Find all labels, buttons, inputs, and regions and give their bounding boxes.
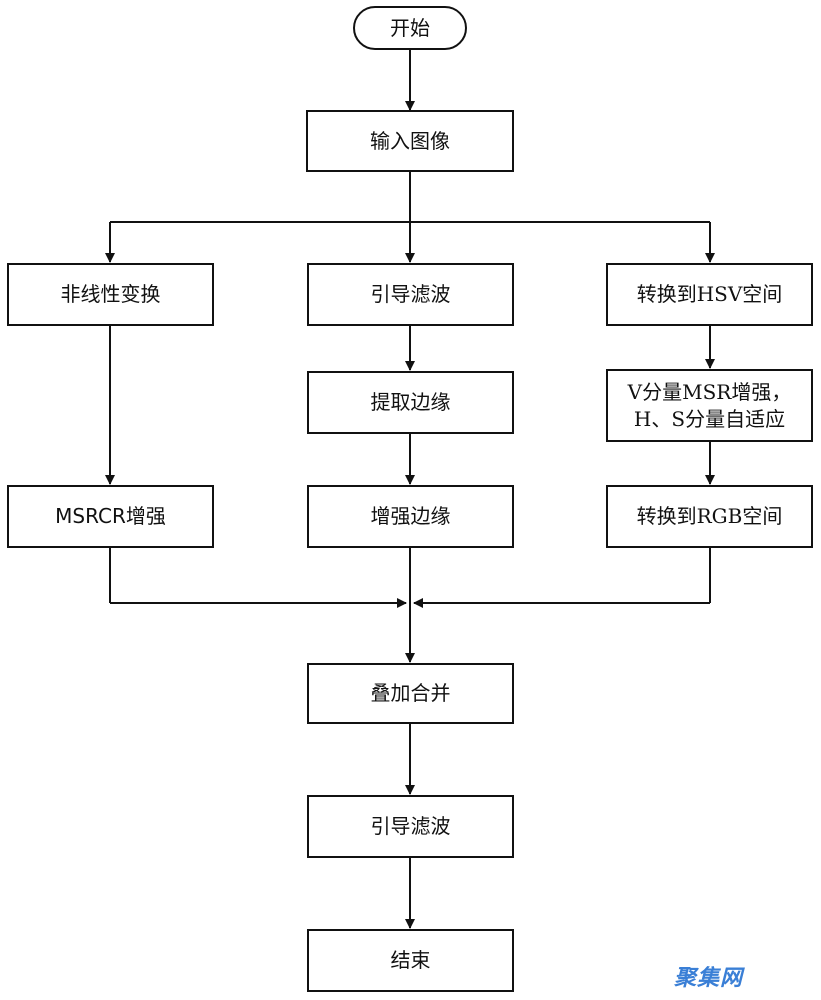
enhance-edge-node: 增强边缘 bbox=[307, 485, 514, 548]
start-node: 开始 bbox=[353, 6, 467, 50]
enhance-edge-label: 增强边缘 bbox=[370, 504, 451, 528]
end-label: 结束 bbox=[390, 948, 431, 972]
msr-enhance-line1: V分量MSR增强， bbox=[627, 379, 792, 404]
to-rgb-label: 转换到RGB空间 bbox=[636, 504, 783, 528]
watermark-text: 聚集网 bbox=[673, 966, 743, 991]
guided-filter-node-1: 引导滤波 bbox=[307, 263, 514, 326]
merge-label: 叠加合并 bbox=[370, 681, 451, 705]
to-rgb-node: 转换到RGB空间 bbox=[606, 485, 813, 548]
input-image-node: 输入图像 bbox=[306, 110, 514, 172]
msrcr-node: MSRCR增强 bbox=[7, 485, 214, 548]
guided-filter-label-1: 引导滤波 bbox=[370, 282, 451, 306]
extract-edge-node: 提取边缘 bbox=[307, 371, 514, 434]
watermark-logo: 聚集网 bbox=[674, 960, 743, 992]
start-label: 开始 bbox=[390, 15, 430, 40]
msrcr-label: MSRCR增强 bbox=[55, 504, 166, 528]
msr-enhance-node: V分量MSR增强， H、S分量自适应 bbox=[606, 369, 813, 442]
nonlinear-transform-label: 非线性变换 bbox=[60, 282, 161, 306]
to-hsv-node: 转换到HSV空间 bbox=[606, 263, 813, 326]
input-image-label: 输入图像 bbox=[370, 128, 450, 153]
end-node: 结束 bbox=[307, 929, 514, 992]
guided-filter-label-2: 引导滤波 bbox=[370, 814, 451, 838]
to-hsv-label: 转换到HSV空间 bbox=[636, 282, 783, 306]
msr-enhance-line2: H、S分量自适应 bbox=[633, 406, 786, 431]
merge-node: 叠加合并 bbox=[307, 663, 514, 724]
nonlinear-transform-node: 非线性变换 bbox=[7, 263, 214, 326]
guided-filter-node-2: 引导滤波 bbox=[307, 795, 514, 858]
extract-edge-label: 提取边缘 bbox=[370, 390, 451, 414]
